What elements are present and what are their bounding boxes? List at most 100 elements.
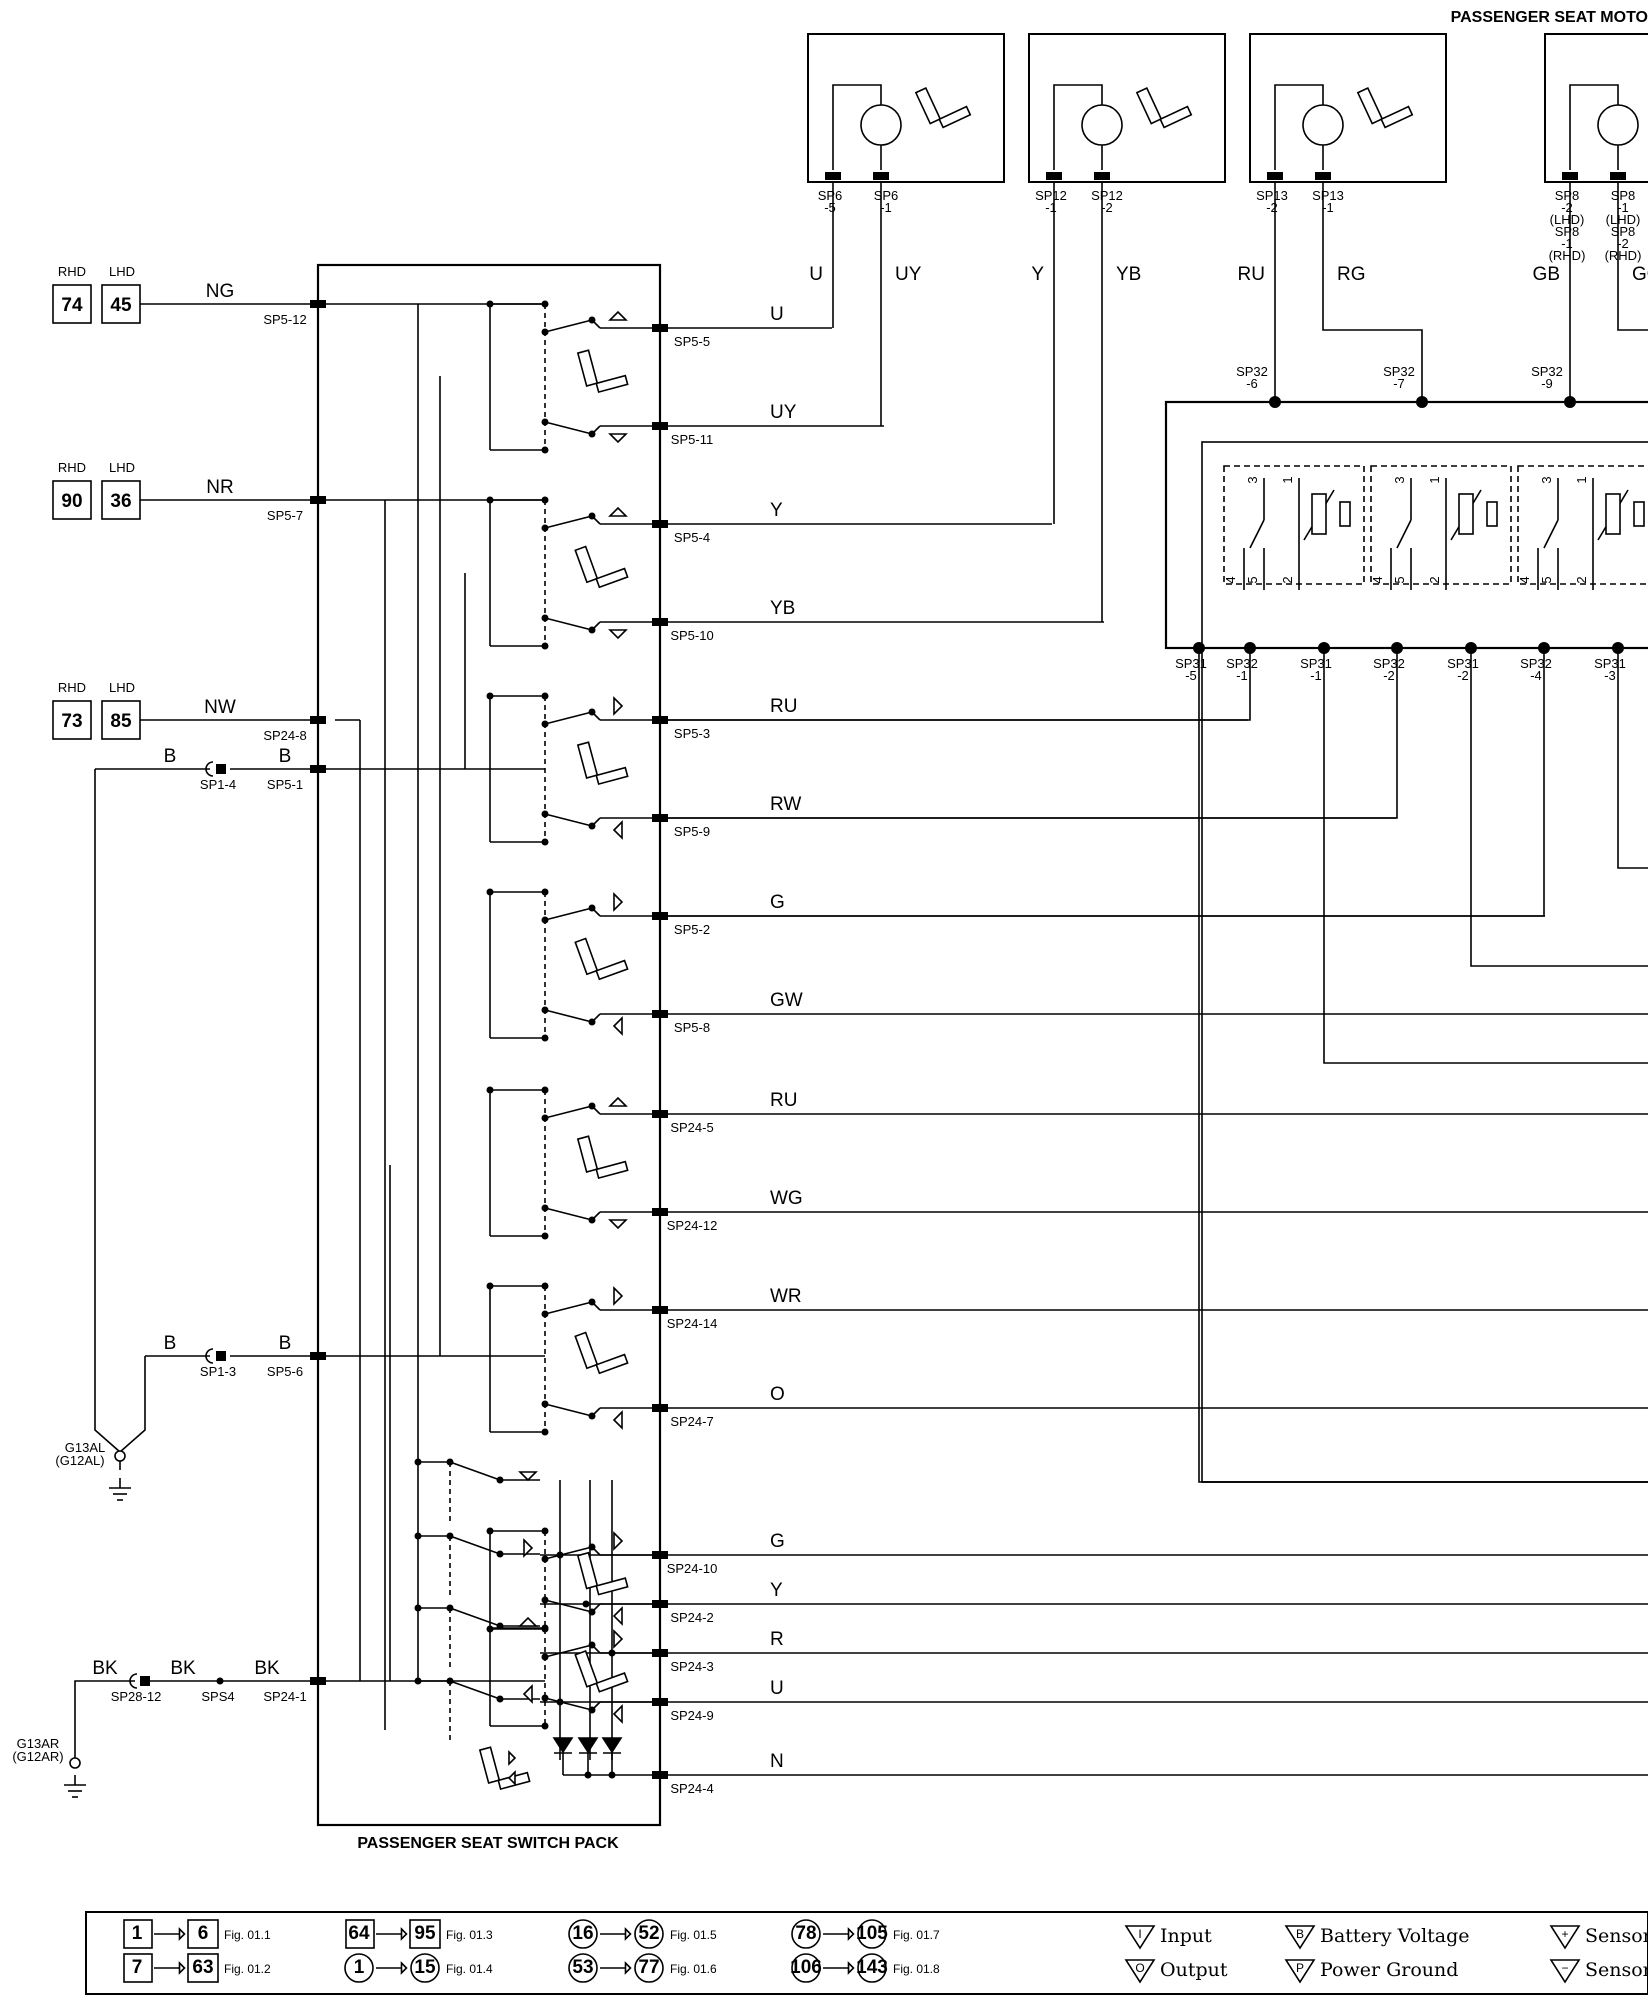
seat-icon xyxy=(574,937,629,981)
relay-contact-number: 2 xyxy=(1280,576,1295,583)
feed-wire-color: NW xyxy=(204,697,236,718)
switch-arm xyxy=(544,711,593,725)
right-arrow-icon xyxy=(613,696,624,716)
motor-wire-color: UY xyxy=(895,264,922,285)
pin-label-line: -2 xyxy=(1383,668,1395,683)
seat-icon xyxy=(576,1135,629,1180)
lhd-header: LHD xyxy=(109,460,135,475)
motor-wire xyxy=(1617,182,1648,331)
left-arrow-icon xyxy=(612,1704,623,1724)
motor-terminal xyxy=(1610,172,1626,180)
relay-wire xyxy=(668,648,1251,721)
pin-label-line: -1 xyxy=(1617,200,1629,215)
switch-arm xyxy=(544,1009,593,1023)
output-terminal xyxy=(652,912,668,920)
connector-pin xyxy=(216,764,226,774)
junction-dot xyxy=(541,1694,549,1702)
rhd-page-ref-box xyxy=(52,284,92,324)
relay-resistor xyxy=(1486,501,1498,527)
feed-terminal xyxy=(310,496,326,504)
relay-resistor xyxy=(1339,501,1351,527)
motor-icon xyxy=(860,104,902,146)
relay-wire xyxy=(1617,648,1648,869)
relay-bottom-terminal xyxy=(1318,642,1330,654)
motor-terminal xyxy=(1315,172,1331,180)
legend-symbol-glyph: I xyxy=(1138,1927,1141,1941)
right-arrow-icon xyxy=(613,1531,624,1551)
legend-ref-circle xyxy=(857,1953,887,1983)
output-wire-color: R xyxy=(770,1629,784,1650)
rhd-page-ref-box xyxy=(52,700,92,740)
pin-label-line: -5 xyxy=(824,200,836,215)
motor-box xyxy=(1544,33,1648,183)
junction-dot xyxy=(496,1476,504,1484)
bk-splice: SPS4 xyxy=(201,1689,234,1704)
relay-coil xyxy=(1605,493,1621,535)
junction-dot xyxy=(486,496,494,504)
legend-symbol-text: Battery Voltage xyxy=(1320,1925,1470,1947)
output-wire-color: RU xyxy=(770,696,797,717)
junction-dot xyxy=(588,316,596,324)
down-arrow-icon xyxy=(518,1471,538,1482)
junction-dot xyxy=(486,692,494,700)
legend-symbol-icon xyxy=(1284,1925,1316,1950)
diode-icon xyxy=(601,1737,623,1754)
rhd-header: RHD xyxy=(58,680,86,695)
pin-label-line: -1 xyxy=(1322,200,1334,215)
motor-wire-color: RU xyxy=(1238,264,1265,285)
legend-ref-circle xyxy=(857,1919,887,1949)
seat-cushion-shape xyxy=(595,1577,629,1596)
legend-range-end: 143 xyxy=(856,1957,888,1978)
motor-terminal xyxy=(1562,172,1578,180)
motor-wire-color: RG xyxy=(1337,264,1366,285)
relay-bottom-terminal xyxy=(1193,642,1205,654)
bk-wire-color: BK xyxy=(170,1658,196,1679)
relay-inner xyxy=(1201,441,1648,1483)
seat-back-shape xyxy=(1135,86,1163,125)
output-terminal xyxy=(652,1404,668,1412)
motor-icon xyxy=(1597,104,1639,146)
feed-terminal xyxy=(310,716,326,724)
rhd-page-ref: 73 xyxy=(61,711,82,732)
legend-range-end: 52 xyxy=(638,1923,659,1944)
pin-label-line: SP8 xyxy=(1611,224,1636,239)
switch-arm xyxy=(449,1535,501,1555)
ground-wire-color: B xyxy=(279,746,292,767)
lhd-page-ref-box xyxy=(101,480,141,520)
feed-wire-color: NG xyxy=(206,281,235,302)
junction-dot xyxy=(486,300,494,308)
legend-symbol-glyph: B xyxy=(1296,1927,1304,1941)
legend-ref-box xyxy=(187,1919,219,1949)
motor-box xyxy=(1249,33,1447,183)
junction-dot xyxy=(496,1550,504,1558)
pin-label-line: SP32 xyxy=(1520,656,1552,671)
feed-pin: SP24-8 xyxy=(263,728,306,743)
rhd-page-ref-box xyxy=(52,480,92,520)
bk-pin: SP24-1 xyxy=(263,1689,306,1704)
legend-fig-ref: Fig. 01.5 xyxy=(670,1928,717,1942)
output-wire-color: YB xyxy=(770,598,795,619)
output-pin: SP24-4 xyxy=(670,1781,713,1796)
legend-ref-box xyxy=(345,1919,375,1949)
junction-dot xyxy=(588,512,596,520)
output-wire-color: N xyxy=(770,1751,784,1772)
pin-label-line: SP6 xyxy=(874,188,899,203)
legend-arrow-icon xyxy=(400,1927,408,1941)
junction-dot xyxy=(414,1604,422,1612)
pin-label-line: -2 xyxy=(1561,200,1573,215)
legend-symbol-icon xyxy=(1549,1959,1581,1984)
diode-icon xyxy=(577,1737,599,1754)
output-terminal xyxy=(652,422,668,430)
pin-label-line: -5 xyxy=(1185,668,1197,683)
motor-lead xyxy=(1274,84,1324,170)
legend-range-start: 16 xyxy=(572,1923,593,1944)
left-arrow-icon xyxy=(507,1770,516,1786)
legend-symbol-glyph: O xyxy=(1135,1961,1144,1975)
ground-wire-path xyxy=(74,1680,135,1760)
relay-coil xyxy=(1311,493,1327,535)
seat-back-shape xyxy=(576,1135,599,1173)
pin-label-line: SP31 xyxy=(1300,656,1332,671)
legend-ref-box xyxy=(409,1919,441,1949)
relay-bottom-pin: SP31-5 xyxy=(1175,656,1207,683)
seat-cushion-shape xyxy=(1159,105,1193,129)
